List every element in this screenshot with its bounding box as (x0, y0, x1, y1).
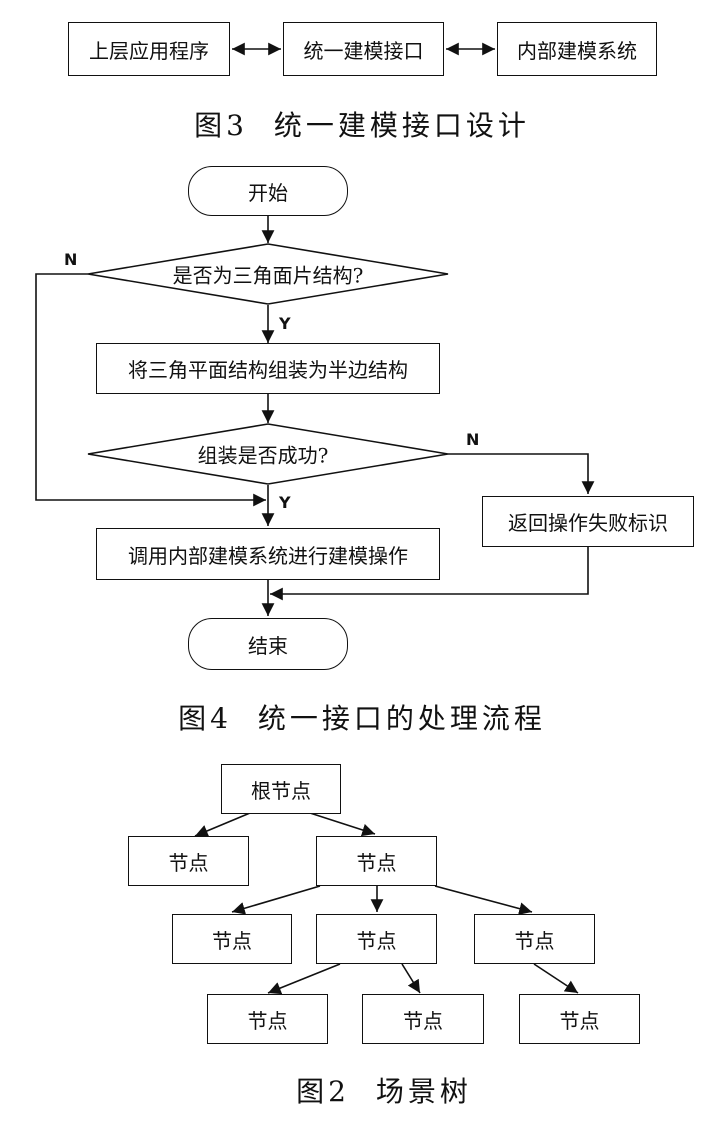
decision-assembly-success (87, 423, 449, 485)
tree-node-level3-right: 节点 (519, 994, 640, 1044)
fig3-caption-text: 统一建模接口设计 (273, 109, 530, 142)
edge-right-grandchild (533, 963, 579, 994)
tree-node-level3-left: 节点 (207, 994, 328, 1044)
root-node-box: 根节点 (221, 764, 341, 814)
yes-label-success: Y (279, 493, 291, 512)
fig2-caption-text: 场景树 (375, 1075, 472, 1108)
fig4-caption-number: 图4 (178, 702, 232, 735)
flow-no-triangle-bypass (35, 273, 266, 507)
fig3-caption: 图3 统一建模接口设计 (194, 104, 530, 144)
start-terminal: 开始 (188, 166, 348, 216)
fig4-caption-text: 统一接口的处理流程 (257, 702, 546, 735)
end-terminal: 结束 (188, 618, 348, 670)
fig2-caption: 图2 场景树 (296, 1070, 472, 1110)
fig4-caption: 图4 统一接口的处理流程 (178, 697, 546, 737)
edge-mid-grandchild-left (267, 963, 341, 995)
tree-node-level2-mid: 节点 (316, 914, 437, 964)
invoke-modeling-box: 调用内部建模系统进行建模操作 (96, 528, 440, 580)
edge-mid-grandchild-right (401, 963, 421, 994)
assemble-halfedge-box: 将三角平面结构组装为半边结构 (96, 343, 440, 394)
flow-fail-return (270, 547, 589, 601)
decision-triangle-check (87, 243, 449, 305)
yes-label-check: Y (279, 314, 291, 333)
edge-root-left (194, 812, 251, 837)
decision-assembly-success-label: 组装是否成功? (197, 443, 329, 468)
upper-application-box: 上层应用程序 (68, 22, 230, 76)
tree-node-level1-left: 节点 (128, 836, 249, 886)
fig2-caption-number: 图2 (296, 1075, 350, 1108)
fig3-caption-number: 图3 (194, 109, 248, 142)
tree-node-level1-right: 节点 (316, 836, 437, 886)
no-label-check: N (64, 250, 78, 269)
edge-root-right (309, 812, 376, 837)
edge-node-child-right (434, 885, 533, 915)
tree-node-level2-right: 节点 (474, 914, 595, 964)
tree-node-level3-mid: 节点 (362, 994, 484, 1044)
tree-node-level2-left: 节点 (172, 914, 292, 964)
unified-modeling-interface-box: 统一建模接口 (283, 22, 444, 76)
edge-node-child-left (231, 885, 321, 915)
no-label-success: N (466, 430, 480, 449)
internal-modeling-system-box: 内部建模系统 (497, 22, 657, 76)
flow-fail-branch (448, 453, 595, 494)
decision-triangle-check-label: 是否为三角面片结构? (172, 263, 364, 288)
return-failure-flag-box: 返回操作失败标识 (482, 496, 694, 547)
